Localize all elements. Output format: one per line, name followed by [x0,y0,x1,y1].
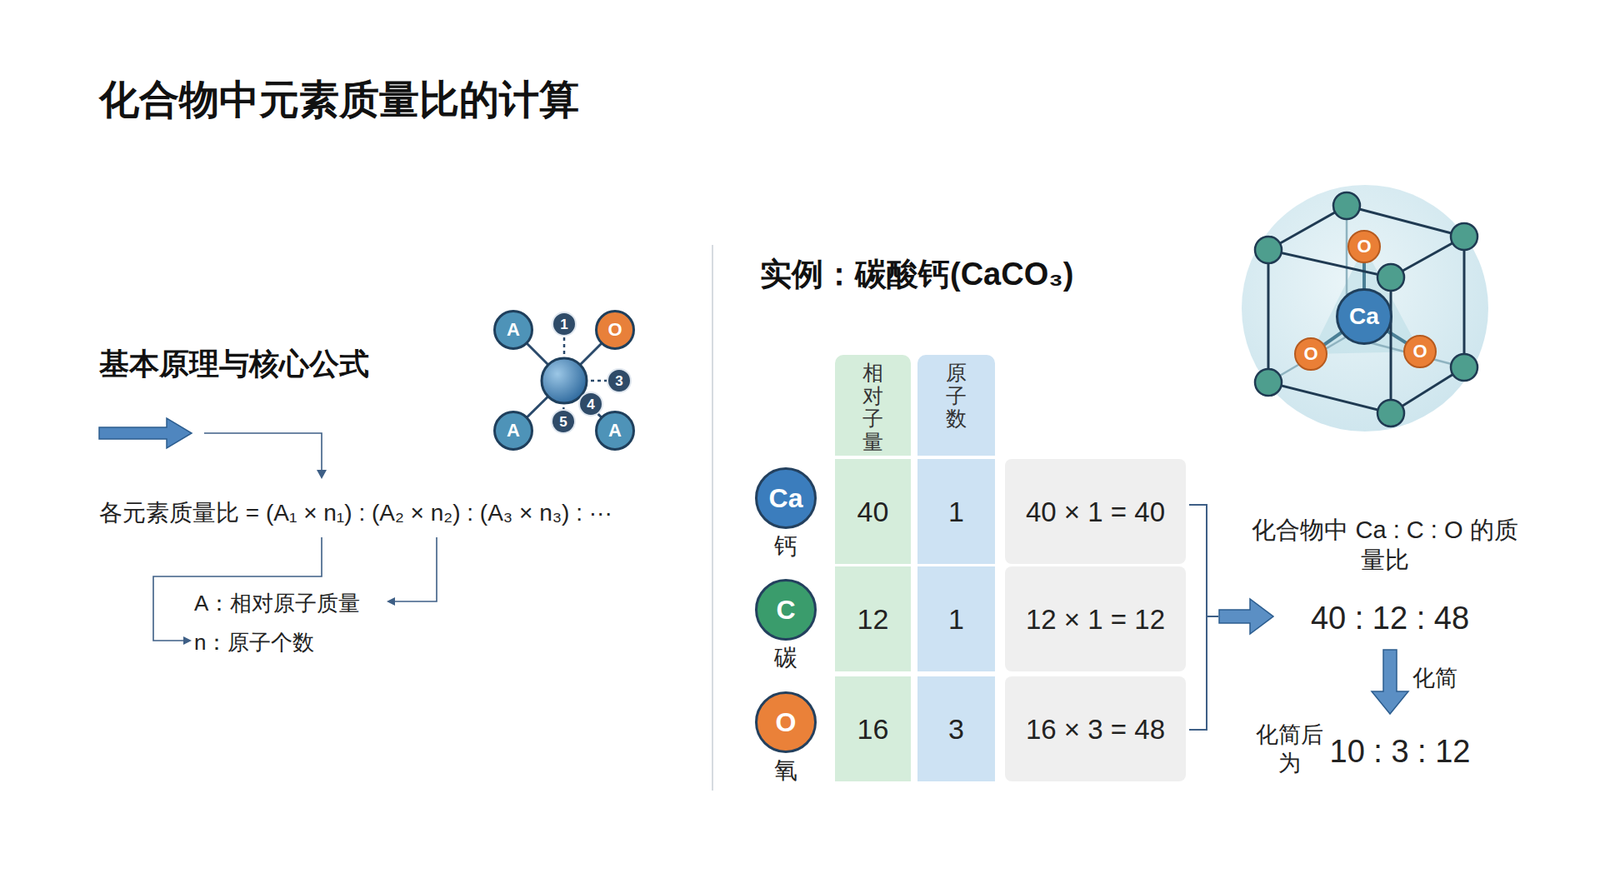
node-text: 12 [857,605,890,634]
atom-circle: O [1347,230,1381,264]
table-cell: 1 [917,459,995,565]
formula: 各元素质量比 = (A₁ × n₁) : (A₂ × n₂) : (A₃ × n… [99,498,613,528]
svg-shape [183,636,192,645]
calc-cell: 12 × 1 = 12 [1005,566,1186,672]
svg-shape [204,433,322,472]
calc-cell: 16 × 3 = 48 [1005,676,1186,782]
svg-shape [1268,367,1465,414]
section-heading: 实例：碳酸钙(CaCO₃) [760,255,1074,295]
element-name: 氧 [774,755,798,787]
node-text: 原子数 [945,361,967,431]
atom-circle: O [1294,337,1328,371]
text-label: 化简 [1412,665,1458,694]
svg-shape [1255,236,1282,264]
node-text: 4 [586,397,595,412]
svg-shape [153,537,322,641]
element-name: 钙 [774,530,798,563]
node-text: 16 [857,715,890,744]
svg-shape [386,597,395,606]
text-label: n：原子个数 [194,629,315,657]
svg-shape [1377,264,1405,291]
svg-shape [1333,192,1360,220]
text-label: 化简后为 [1254,721,1326,779]
svg-shape [393,537,437,602]
node-text: 16 × 3 = 48 [1025,715,1165,744]
node-text: A [506,421,520,440]
title: 化合物中元素质量比的计算 [99,73,580,127]
element-circle: Ca钙 [755,467,817,530]
node-text: O [1412,342,1427,361]
node-text: 40 [857,497,890,526]
atom-circle: O [595,310,635,350]
element-name: 碳 [774,642,798,675]
table-cell: 16 [835,676,911,782]
node-text: O [775,709,797,736]
table-cell: 40 [835,459,911,565]
node-text: Ca [769,485,804,512]
node-text: C [775,596,795,624]
svg-shape [1377,400,1405,427]
svg-shape [1463,236,1466,368]
node-text: A [506,320,520,340]
node-text: A [608,421,622,440]
element-circle: O氧 [755,691,817,754]
atom-circle: A [595,410,635,451]
text-label: 10 : 3 : 12 [1329,732,1470,773]
node-text: 1 [560,317,568,332]
svg-shape [1255,369,1282,396]
node-text: 5 [559,415,567,430]
node-text: 3 [948,715,965,744]
section-heading: 基本原理与核心公式 [99,345,370,383]
node-text: 相对子量 [862,361,884,454]
callout-number: 3 [606,368,632,394]
svg-shape [1268,205,1465,278]
block-arrow [1219,599,1274,635]
table-cell: 1 [917,566,995,672]
svg-shape [1450,223,1478,250]
leader-lines [153,433,437,645]
node-text: O [607,320,622,340]
crystal-sphere [1241,185,1489,432]
svg-shape [1390,277,1393,414]
table-cell: 12 [835,566,911,672]
node-text: Ca [1349,305,1380,329]
column-header: 相对子量 [835,355,911,456]
node-text: 40 × 1 = 40 [1025,498,1165,526]
callout-number: 5 [550,409,576,435]
table-cell: 3 [917,676,995,782]
bracket [1189,505,1219,730]
callout-number: 1 [551,311,577,337]
column-header: 原子数 [917,355,995,456]
element-circle: C碳 [755,579,817,641]
node-text: 1 [948,605,965,634]
crystal-vertices [1255,192,1478,427]
node-text: O [1303,345,1318,364]
atom-circle: Ca [1335,288,1393,345]
svg-shape [316,470,327,480]
text-label: 40 : 12 : 48 [1310,599,1470,640]
svg-shape [1450,354,1478,381]
crystal-edges [1268,205,1465,414]
text-label: 化合物中 Ca : C : O 的质量比 [1247,515,1523,576]
block-arrow [99,418,192,449]
divider-line [711,245,714,791]
down-arrow [1371,650,1409,715]
node-text: 1 [948,497,965,526]
node-text: 3 [615,374,623,389]
node-text: 12 × 1 = 12 [1025,605,1165,634]
crystal-hidden-edges [1268,205,1465,383]
atom-circle: A [493,410,534,451]
text-label: A：相对原子质量 [194,590,360,618]
atom-circle: A [493,310,534,350]
svg-shape [1267,250,1270,383]
node-text: O [1356,237,1371,256]
callout-number: 4 [578,391,604,417]
calc-cell: 40 × 1 = 40 [1005,459,1186,565]
atom-circle: O [1403,335,1437,369]
